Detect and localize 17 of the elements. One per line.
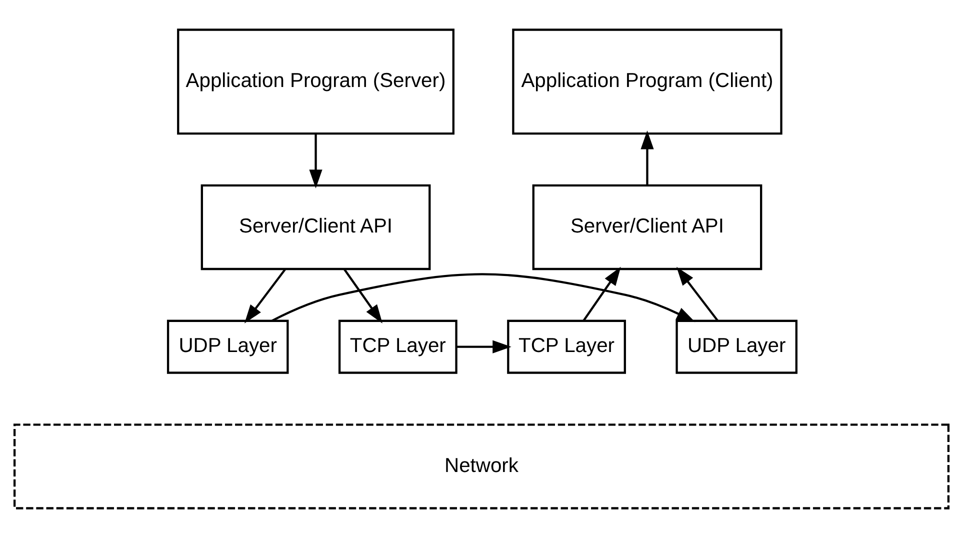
node-box: TCP Layer <box>507 320 626 374</box>
node-box: Server/Client API <box>200 184 431 270</box>
arrow <box>676 266 719 322</box>
node-box: Application Program (Server) <box>177 28 454 135</box>
arrow <box>272 273 696 322</box>
arrow <box>582 266 621 322</box>
arrow <box>309 134 322 188</box>
arrow <box>344 268 382 324</box>
node-box: Server/Client API <box>532 184 762 270</box>
node-box: Network <box>13 424 950 510</box>
node-box: TCP Layer <box>338 320 458 374</box>
node-box: Application Program (Client) <box>512 28 782 135</box>
arrow <box>640 130 654 186</box>
arrow <box>456 340 512 354</box>
node-box: UDP Layer <box>676 320 798 374</box>
node-box: UDP Layer <box>166 320 289 374</box>
arrow <box>244 268 286 324</box>
